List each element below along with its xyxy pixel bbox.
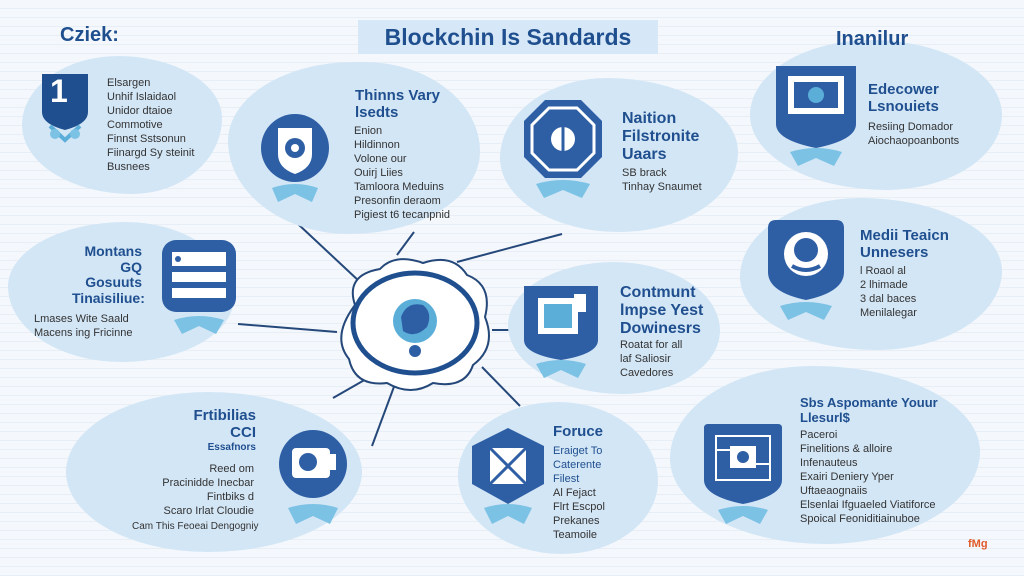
monitor-icon <box>776 66 856 166</box>
circuit-board-icon <box>704 424 782 524</box>
connector-line <box>297 223 361 283</box>
corner-label-left: Cziek: <box>60 24 119 46</box>
panel-3-text: SB brack Tinhay Snaumet <box>622 167 702 193</box>
data-cube-icon <box>524 286 598 378</box>
server-rack-icon <box>162 240 236 334</box>
panel-9-heading: Foruce <box>553 423 604 440</box>
panel-8-footnote: Cam This Feoeai Dengogniy <box>132 521 259 532</box>
face-headset-icon <box>768 220 844 320</box>
panel-7-text: Roatat for all laf Saliosir Cavedores <box>620 339 683 379</box>
connector-line <box>371 383 396 447</box>
connector-line <box>237 323 338 333</box>
circuit-cube-icon <box>472 428 544 524</box>
connector-line <box>481 366 521 407</box>
shield-gear-icon <box>261 114 329 202</box>
connector-line <box>396 231 415 256</box>
corner-label-right: Inanilur <box>836 28 909 50</box>
panel-4-text: Resiing Domador Aiochaopoanbonts <box>868 121 960 147</box>
octagon-bug-icon <box>524 100 602 198</box>
panel-1-text: Elsargen Unhif Islaidaol Unidor dtaioe C… <box>107 77 195 173</box>
panel-6-text: l Roaol al 2 lhimade 3 dal baces Menilal… <box>860 265 917 319</box>
panel-5-text: Lmases Wite Saald Macens ing Fricinne <box>34 313 133 339</box>
page-title: Blockchin Is Sandards <box>358 20 658 54</box>
panel-10-text: Paceroi Finelitions & alloire Infenauteu… <box>800 429 936 525</box>
badge-number: 1 <box>50 73 68 109</box>
footer-logo: fMg <box>968 538 988 550</box>
camera-icon <box>279 430 347 524</box>
panel-8-text: Reed om Pracinidde Inecbar Fintbiks d Sc… <box>162 463 254 517</box>
panel-9-text: Eraiget To Caterente Filest Al Fejact Fl… <box>553 445 605 541</box>
number-one-badge <box>42 74 88 143</box>
connector-line <box>332 377 369 399</box>
connector-line <box>456 233 563 263</box>
hub-blockchain-icon <box>340 258 490 391</box>
panel-2-text: Enion Hildinnon Volone our Ouirj Liies T… <box>354 125 451 221</box>
